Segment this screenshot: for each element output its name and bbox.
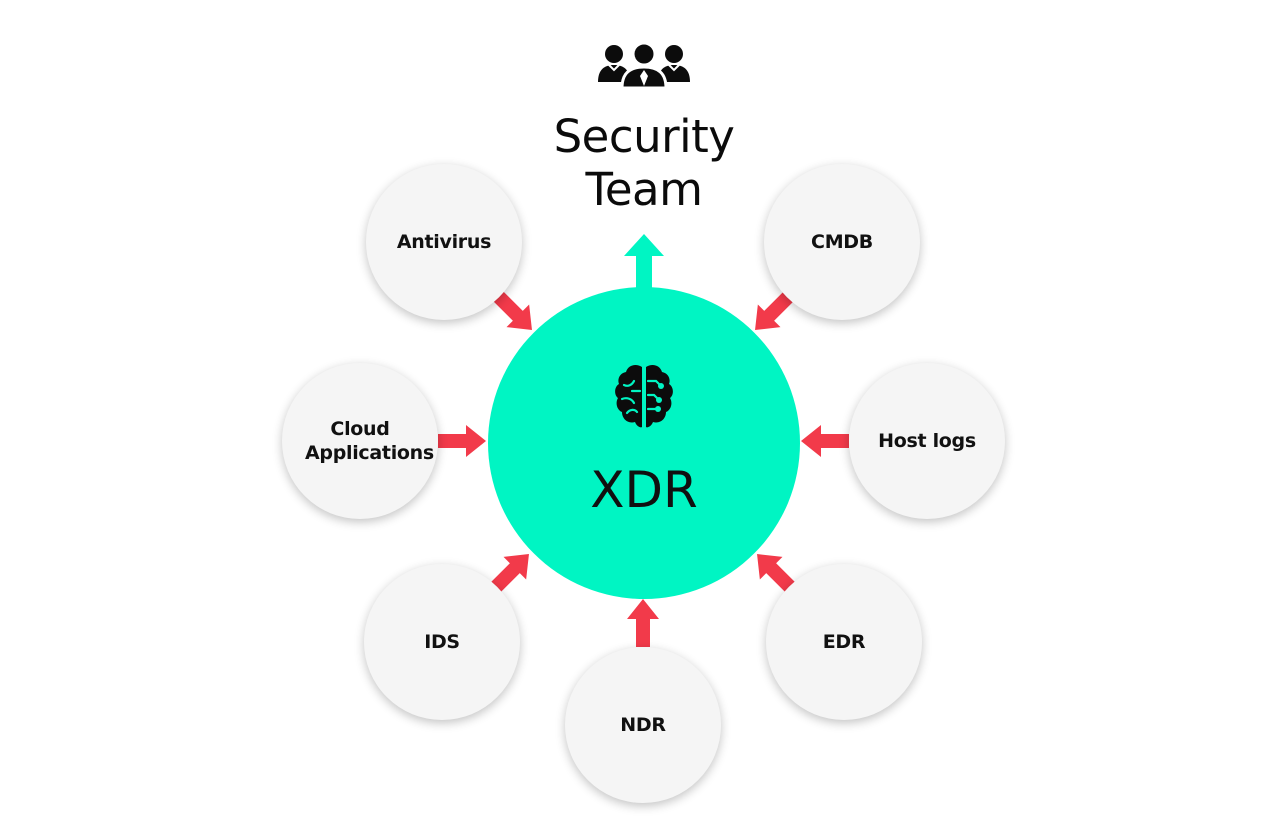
source-label-cmdb: CMDB: [811, 231, 873, 253]
source-node-antivirus: Antivirus: [366, 164, 522, 320]
security-team-title: Security Team: [514, 110, 774, 216]
source-label-ndr: NDR: [620, 714, 666, 736]
source-label-ids: IDS: [424, 631, 460, 653]
arrow-host-logs: [801, 421, 849, 461]
source-node-cloud-applications: Cloud Applications: [282, 363, 438, 519]
xdr-hub: XDR: [488, 287, 800, 599]
security-team-title-line2: Team: [585, 163, 703, 216]
arrow-ids: [488, 551, 536, 593]
xdr-label: XDR: [590, 461, 698, 519]
source-label-cloud-applications: Cloud Applications: [305, 418, 434, 464]
arrow-cloud-applications: [438, 421, 486, 461]
arrow-edr: [750, 551, 798, 593]
arrow-cmdb: [748, 291, 796, 333]
source-label-antivirus: Antivirus: [396, 231, 492, 253]
source-node-edr: EDR: [766, 564, 922, 720]
source-node-host-logs: Host logs: [849, 363, 1005, 519]
arrow-antivirus: [491, 291, 539, 333]
brain-circuit-icon: [615, 364, 673, 428]
people-group-icon: [598, 41, 690, 90]
arrow-ndr: [619, 599, 667, 647]
source-node-cmdb: CMDB: [764, 164, 920, 320]
source-node-ids: IDS: [364, 564, 520, 720]
source-node-ndr: NDR: [565, 647, 721, 803]
source-label-edr: EDR: [822, 631, 866, 653]
security-team-title-line1: Security: [553, 110, 735, 163]
output-arrow-up: [624, 234, 664, 288]
source-label-host-logs: Host logs: [878, 430, 976, 452]
